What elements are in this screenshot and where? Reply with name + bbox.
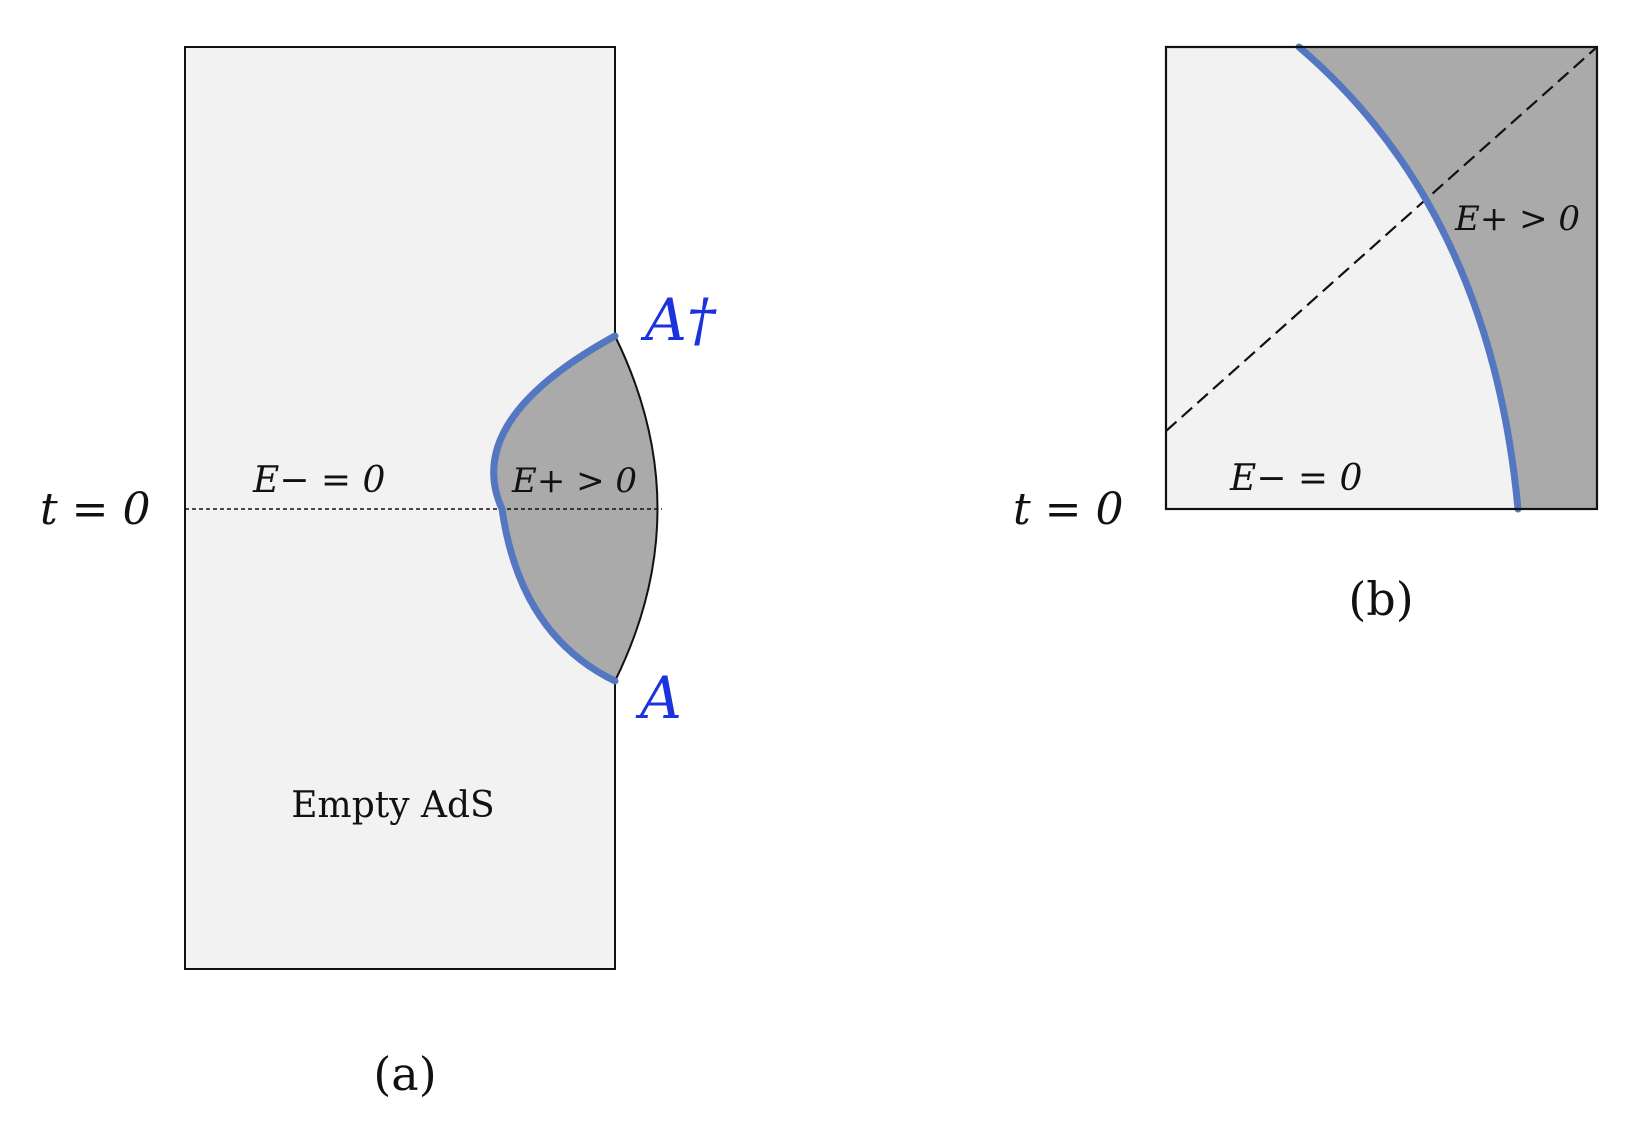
caption-b: (b) <box>1348 572 1413 626</box>
empty-ads-label: Empty AdS <box>291 785 494 826</box>
panel-a: t = 0 E− = 0 E+ > 0 A† A Empty AdS (a) <box>40 46 717 1101</box>
operator-a-dagger-label: A† <box>640 286 717 354</box>
t-zero-label-b: t = 0 <box>1013 484 1124 535</box>
excited-region-b <box>1299 47 1597 509</box>
excited-region <box>493 336 658 681</box>
zoom-box-outline <box>1164 45 1599 511</box>
panel-b: t = 0 E− = 0 E+ > 0 (b) <box>1013 43 1599 626</box>
caption-a: (a) <box>373 1047 436 1101</box>
e-plus-label-b: E+ > 0 <box>1454 199 1580 239</box>
e-plus-label-a: E+ > 0 <box>511 461 637 501</box>
operator-a-label: A <box>635 664 682 732</box>
e-minus-label-b: E− = 0 <box>1229 458 1362 499</box>
operator-curve-b <box>1295 43 1522 513</box>
t-zero-label-a: t = 0 <box>40 484 151 535</box>
light-ray <box>1166 47 1597 432</box>
operator-curve <box>490 332 619 685</box>
e-minus-label-a: E− = 0 <box>252 460 385 501</box>
